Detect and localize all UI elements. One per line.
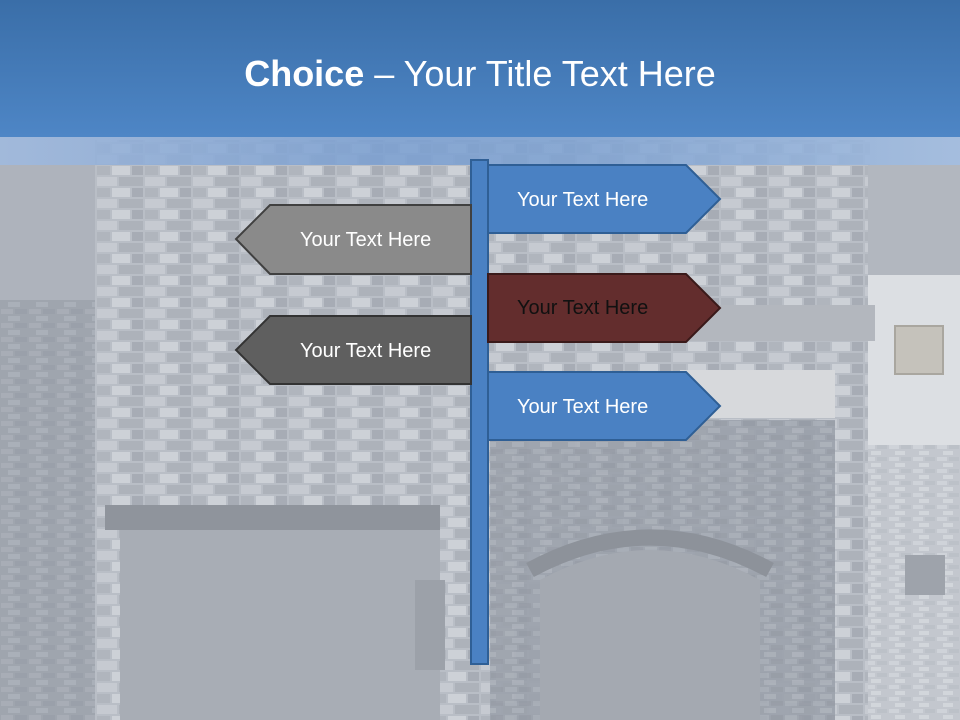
sign-arrow-right-1[interactable] [487, 164, 722, 234]
sign-label-2: Your Text Here [300, 229, 432, 251]
slide-title-text: – Your Title Text Here [364, 53, 716, 94]
sign-arrow-left-1[interactable] [234, 204, 472, 275]
sign-arrow-left-2[interactable] [234, 315, 472, 385]
signpost-pole [470, 159, 489, 665]
slide-title-bold: Choice [244, 53, 365, 94]
slide-title: Choice – Your Title Text Here [0, 52, 960, 96]
sign-label-1: Your Text Here [517, 189, 649, 211]
sign-arrow-right-3[interactable] [487, 371, 722, 441]
sign-label-5: Your Text Here [517, 396, 649, 418]
sign-label-3: Your Text Here [517, 297, 649, 319]
title-bar [0, 0, 960, 137]
sign-label-4: Your Text Here [300, 340, 432, 362]
sign-arrow-right-2[interactable] [487, 273, 722, 343]
